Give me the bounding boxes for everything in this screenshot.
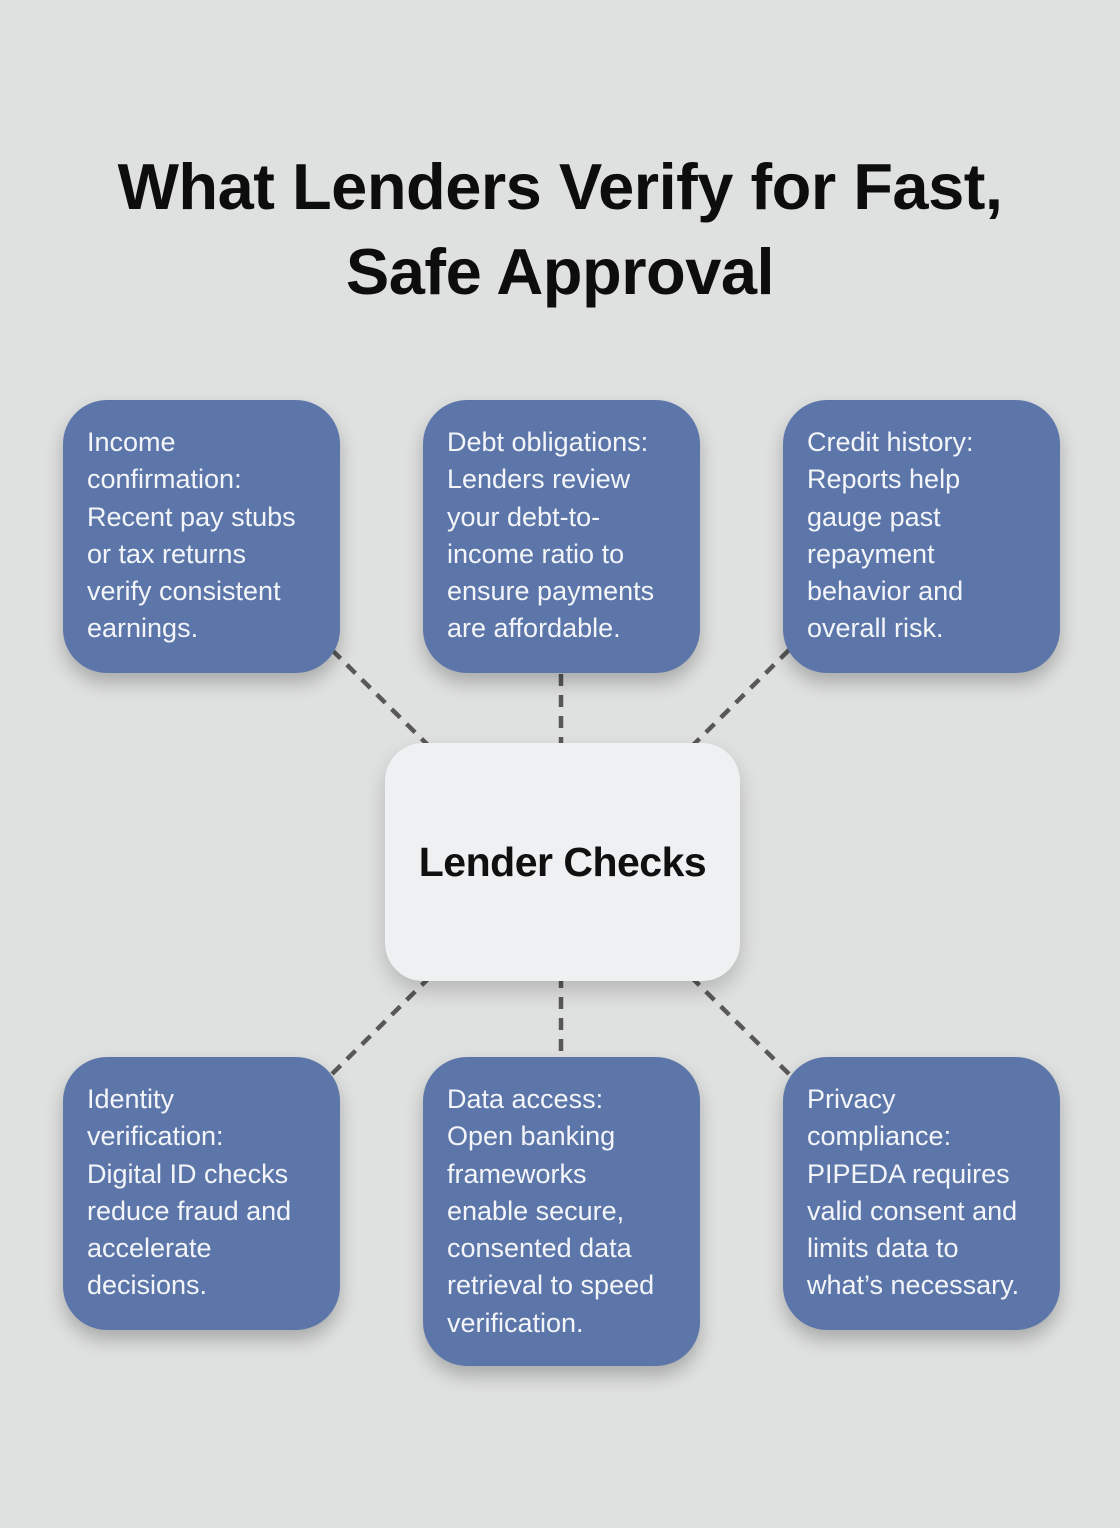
node-income-confirmation: Income confirmation: Recent pay stubs or… bbox=[63, 400, 340, 673]
center-node-label: Lender Checks bbox=[418, 838, 707, 885]
center-node: Lender Checks bbox=[385, 743, 740, 981]
node-privacy-compliance: Privacy compliance: PIPEDA requires vali… bbox=[783, 1057, 1060, 1330]
node-data-access: Data access: Open banking frameworks ena… bbox=[423, 1057, 700, 1366]
node-credit-history: Credit history: Reports help gauge past … bbox=[783, 400, 1060, 673]
node-debt-obligations: Debt obligations: Lenders review your de… bbox=[423, 400, 700, 673]
page-title: What Lenders Verify for Fast, Safe Appro… bbox=[117, 149, 1003, 309]
node-identity-verification: Identity verification: Digital ID checks… bbox=[63, 1057, 340, 1330]
